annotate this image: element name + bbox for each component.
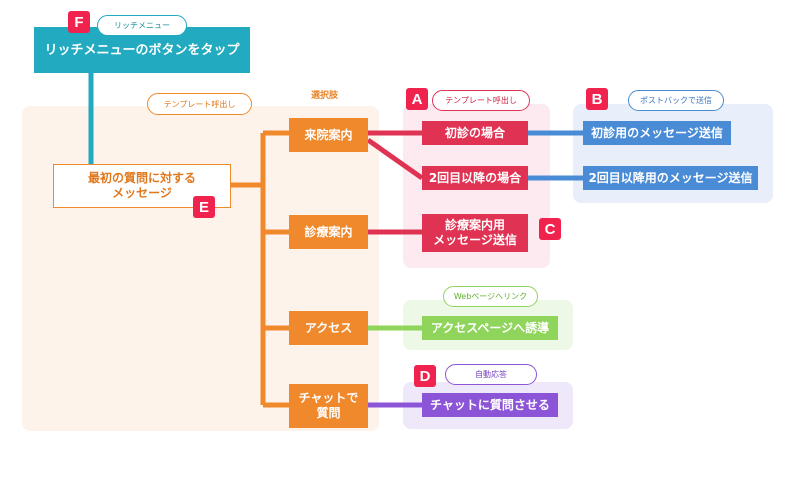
repeat-visit-postback-label: 2回目以降用のメッセージ送信 [588,170,753,185]
badge-c: C [539,218,561,240]
badge-f: F [68,11,90,33]
access-page-label: アクセスページへ誘導 [430,320,550,335]
choice-access: アクセス [289,311,368,345]
chat-question-node: チャットに質問させる [422,393,558,417]
medical-message-send-node: 診療案内用 メッセージ送信 [422,214,528,252]
auto-reply-pill-label: 自動応答 [475,370,507,379]
choice-medical-info-label: 診療案内 [304,224,353,239]
root-message-line2: メッセージ [112,186,172,200]
first-visit-postback-label: 初診用のメッセージ送信 [591,125,723,140]
choice-chat-question-line1: チャットで [298,391,359,405]
web-link-pill-label: Webページへリンク [453,292,528,301]
rich-menu-pill: リッチメニュー [97,15,187,36]
badge-a: A [406,88,428,110]
badge-d: D [414,365,436,387]
repeat-visit-label: 2回目以降の場合 [428,170,522,185]
choices-label: 選択肢 [311,91,339,101]
medical-message-send-line2: メッセージ送信 [433,233,517,247]
choice-visit-info-label: 来院案内 [304,127,353,142]
template-call-pill-label: テンプレート呼出し [445,96,517,105]
template-region [22,106,379,431]
choice-chat-question: チャットで 質問 [289,384,368,428]
template-pill: テンプレート呼出し [147,93,252,115]
badge-e: E [193,196,215,218]
first-visit-label: 初診の場合 [444,125,505,140]
repeat-visit-node: 2回目以降の場合 [422,166,528,190]
rich-menu-tap-label: リッチメニューのボタンをタップ [44,42,240,58]
connector-choice1-repeat [366,137,424,181]
medical-message-send-line1: 診療案内用 [444,218,505,232]
postback-pill: ポストバックで送信 [628,90,724,111]
choice-chat-question-line2: 質問 [316,406,341,420]
choice-access-label: アクセス [304,320,353,335]
first-visit-postback-node: 初診用のメッセージ送信 [583,121,731,145]
choice-medical-info: 診療案内 [289,215,368,249]
template-call-pill: テンプレート呼出し [432,90,530,111]
access-page-node: アクセスページへ誘導 [422,316,558,340]
rich-menu-tap-node: リッチメニューのボタンをタップ [34,27,250,73]
chat-question-label: チャットに質問させる [430,397,550,412]
rich-menu-pill-label: リッチメニュー [114,21,170,30]
auto-reply-pill: 自動応答 [445,364,537,385]
template-pill-label: テンプレート呼出し [163,99,236,109]
choice-visit-info: 来院案内 [289,118,368,152]
repeat-visit-postback-node: 2回目以降用のメッセージ送信 [583,166,758,190]
first-visit-node: 初診の場合 [422,121,528,145]
web-link-pill: Webページへリンク [443,286,538,307]
badge-b: B [586,88,608,110]
postback-pill-label: ポストバックで送信 [640,96,712,105]
root-message-line1: 最初の質問に対する [87,171,196,185]
